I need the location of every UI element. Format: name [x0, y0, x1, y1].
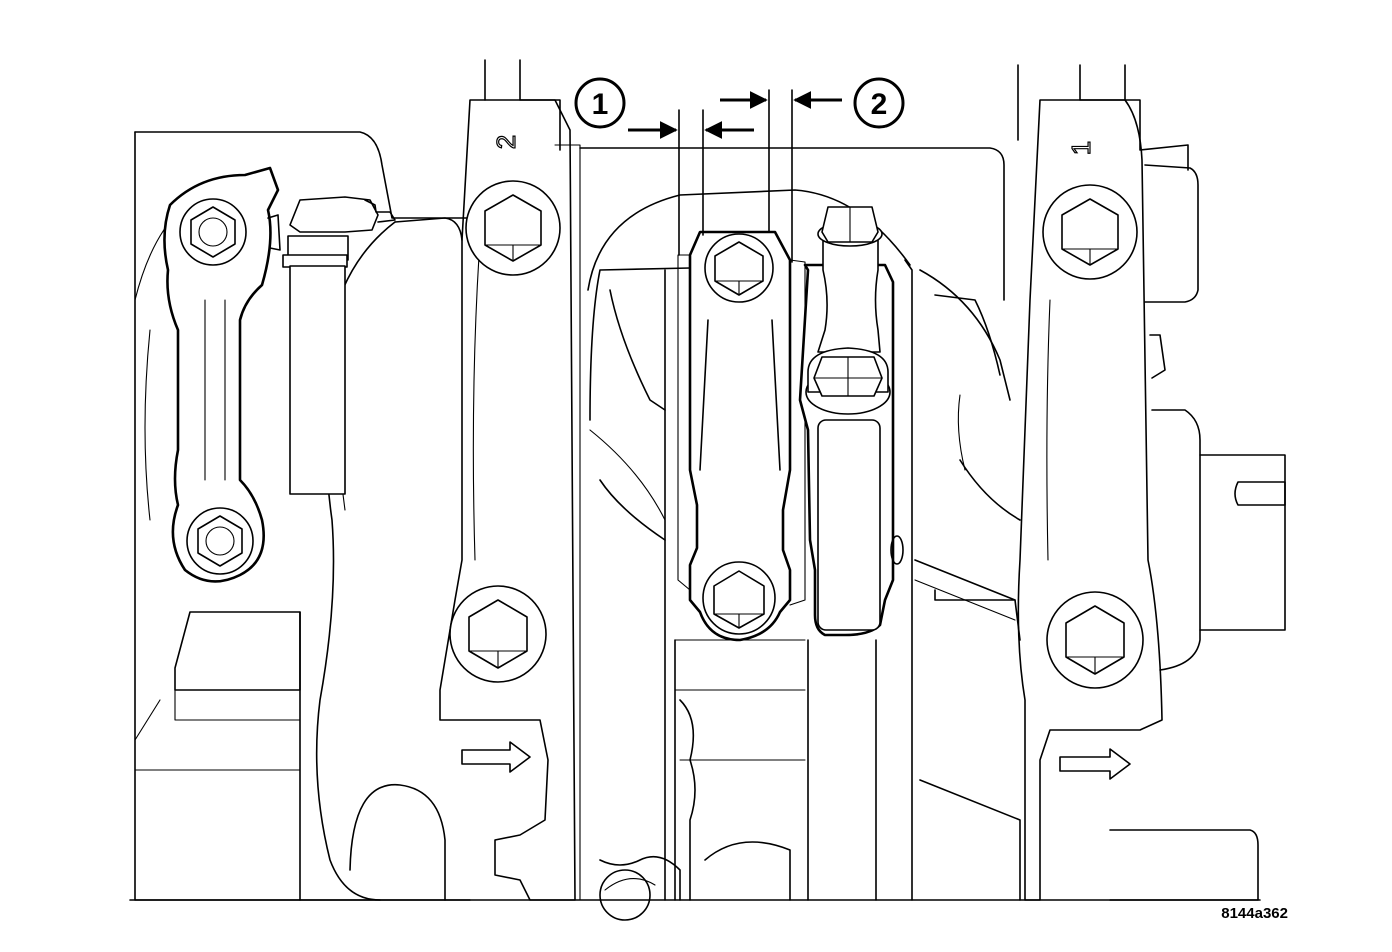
bolt-left-horizontal	[282, 196, 396, 495]
direction-arrow-left	[461, 741, 531, 773]
connecting-rod-left	[163, 166, 281, 583]
callout-1-label: 1	[592, 88, 609, 121]
side-clearance-measurement	[628, 89, 842, 263]
direction-arrow-right	[1059, 748, 1131, 780]
connecting-rod-adjacent	[798, 206, 904, 901]
main-bearing-cap-1: 1	[1017, 99, 1163, 901]
cap-marking-1: 1	[1066, 141, 1096, 155]
main-bearing-cap-2: 2	[439, 99, 576, 901]
connecting-rod-center	[677, 230, 806, 642]
reference-code: 8144a362	[1221, 905, 1288, 922]
cap-marking-2: 2	[491, 135, 521, 149]
callout-1: 1	[574, 77, 626, 129]
callout-2-label: 2	[871, 88, 888, 121]
callout-2: 2	[853, 77, 905, 129]
crankshaft-center	[587, 189, 1021, 921]
